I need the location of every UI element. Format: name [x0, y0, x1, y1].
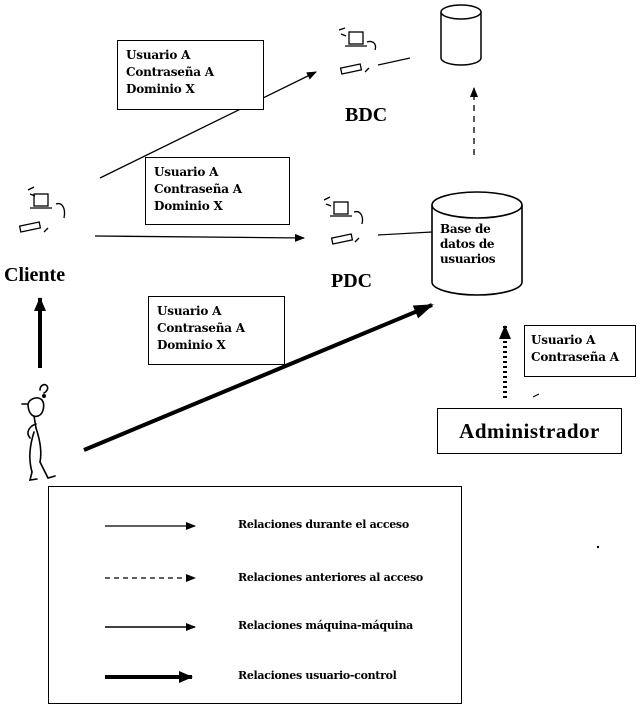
- legend-label-user-control: Relaciones usuario-control: [238, 669, 397, 682]
- credentials-password: Contraseña A: [157, 321, 245, 335]
- credentials-user: Usuario A: [126, 48, 191, 62]
- credentials-password: Contraseña A: [531, 350, 619, 364]
- client-bdc-arrow: [99, 71, 317, 179]
- pdc-label: PDC: [331, 270, 373, 292]
- credentials-box-db: Usuario A Contraseña A Dominio X: [148, 296, 285, 365]
- pdc-computer-icon: [323, 196, 364, 245]
- client-pdc-arrow: [94, 233, 305, 242]
- user-figure-icon: [21, 383, 56, 481]
- database-label: Base de datos de usuarios: [440, 222, 496, 266]
- bdc-label: BDC: [345, 104, 388, 126]
- legend-label-before-access: Relaciones anteriores al acceso: [238, 571, 423, 584]
- client-label: Cliente: [4, 264, 66, 286]
- user-database-icon: [431, 191, 523, 296]
- bdc-database-icon: [440, 4, 482, 66]
- credentials-user: Usuario A: [154, 165, 219, 179]
- credentials-box-admin: Usuario A Contraseña A: [524, 325, 636, 377]
- legend-label-machine-machine: Relaciones máquina-máquina: [238, 619, 413, 632]
- credentials-domain: Dominio X: [126, 82, 195, 96]
- administrator-box: Administrador: [437, 408, 622, 454]
- credentials-user: Usuario A: [157, 304, 222, 318]
- credentials-domain: Dominio X: [154, 199, 223, 213]
- stray-dot: [596, 545, 600, 549]
- credentials-box-pdc: Usuario A Contraseña A Dominio X: [145, 157, 290, 225]
- credentials-password: Contraseña A: [126, 65, 214, 79]
- legend: [48, 486, 462, 704]
- user-db-arrow: [83, 303, 434, 452]
- bdc-computer-icon: [338, 27, 377, 75]
- client-computer-icon: [18, 186, 66, 233]
- pdc-db-link: [377, 231, 433, 236]
- credentials-box-bdc: Usuario A Contraseña A Dominio X: [117, 40, 264, 110]
- credentials-domain: Dominio X: [157, 338, 226, 352]
- legend-lines: [105, 522, 196, 683]
- credentials-password: Contraseña A: [154, 182, 242, 196]
- credentials-user: Usuario A: [531, 333, 596, 347]
- bdc-db-link: [377, 57, 411, 66]
- legend-label-during-access: Relaciones durante el acceso: [238, 518, 409, 531]
